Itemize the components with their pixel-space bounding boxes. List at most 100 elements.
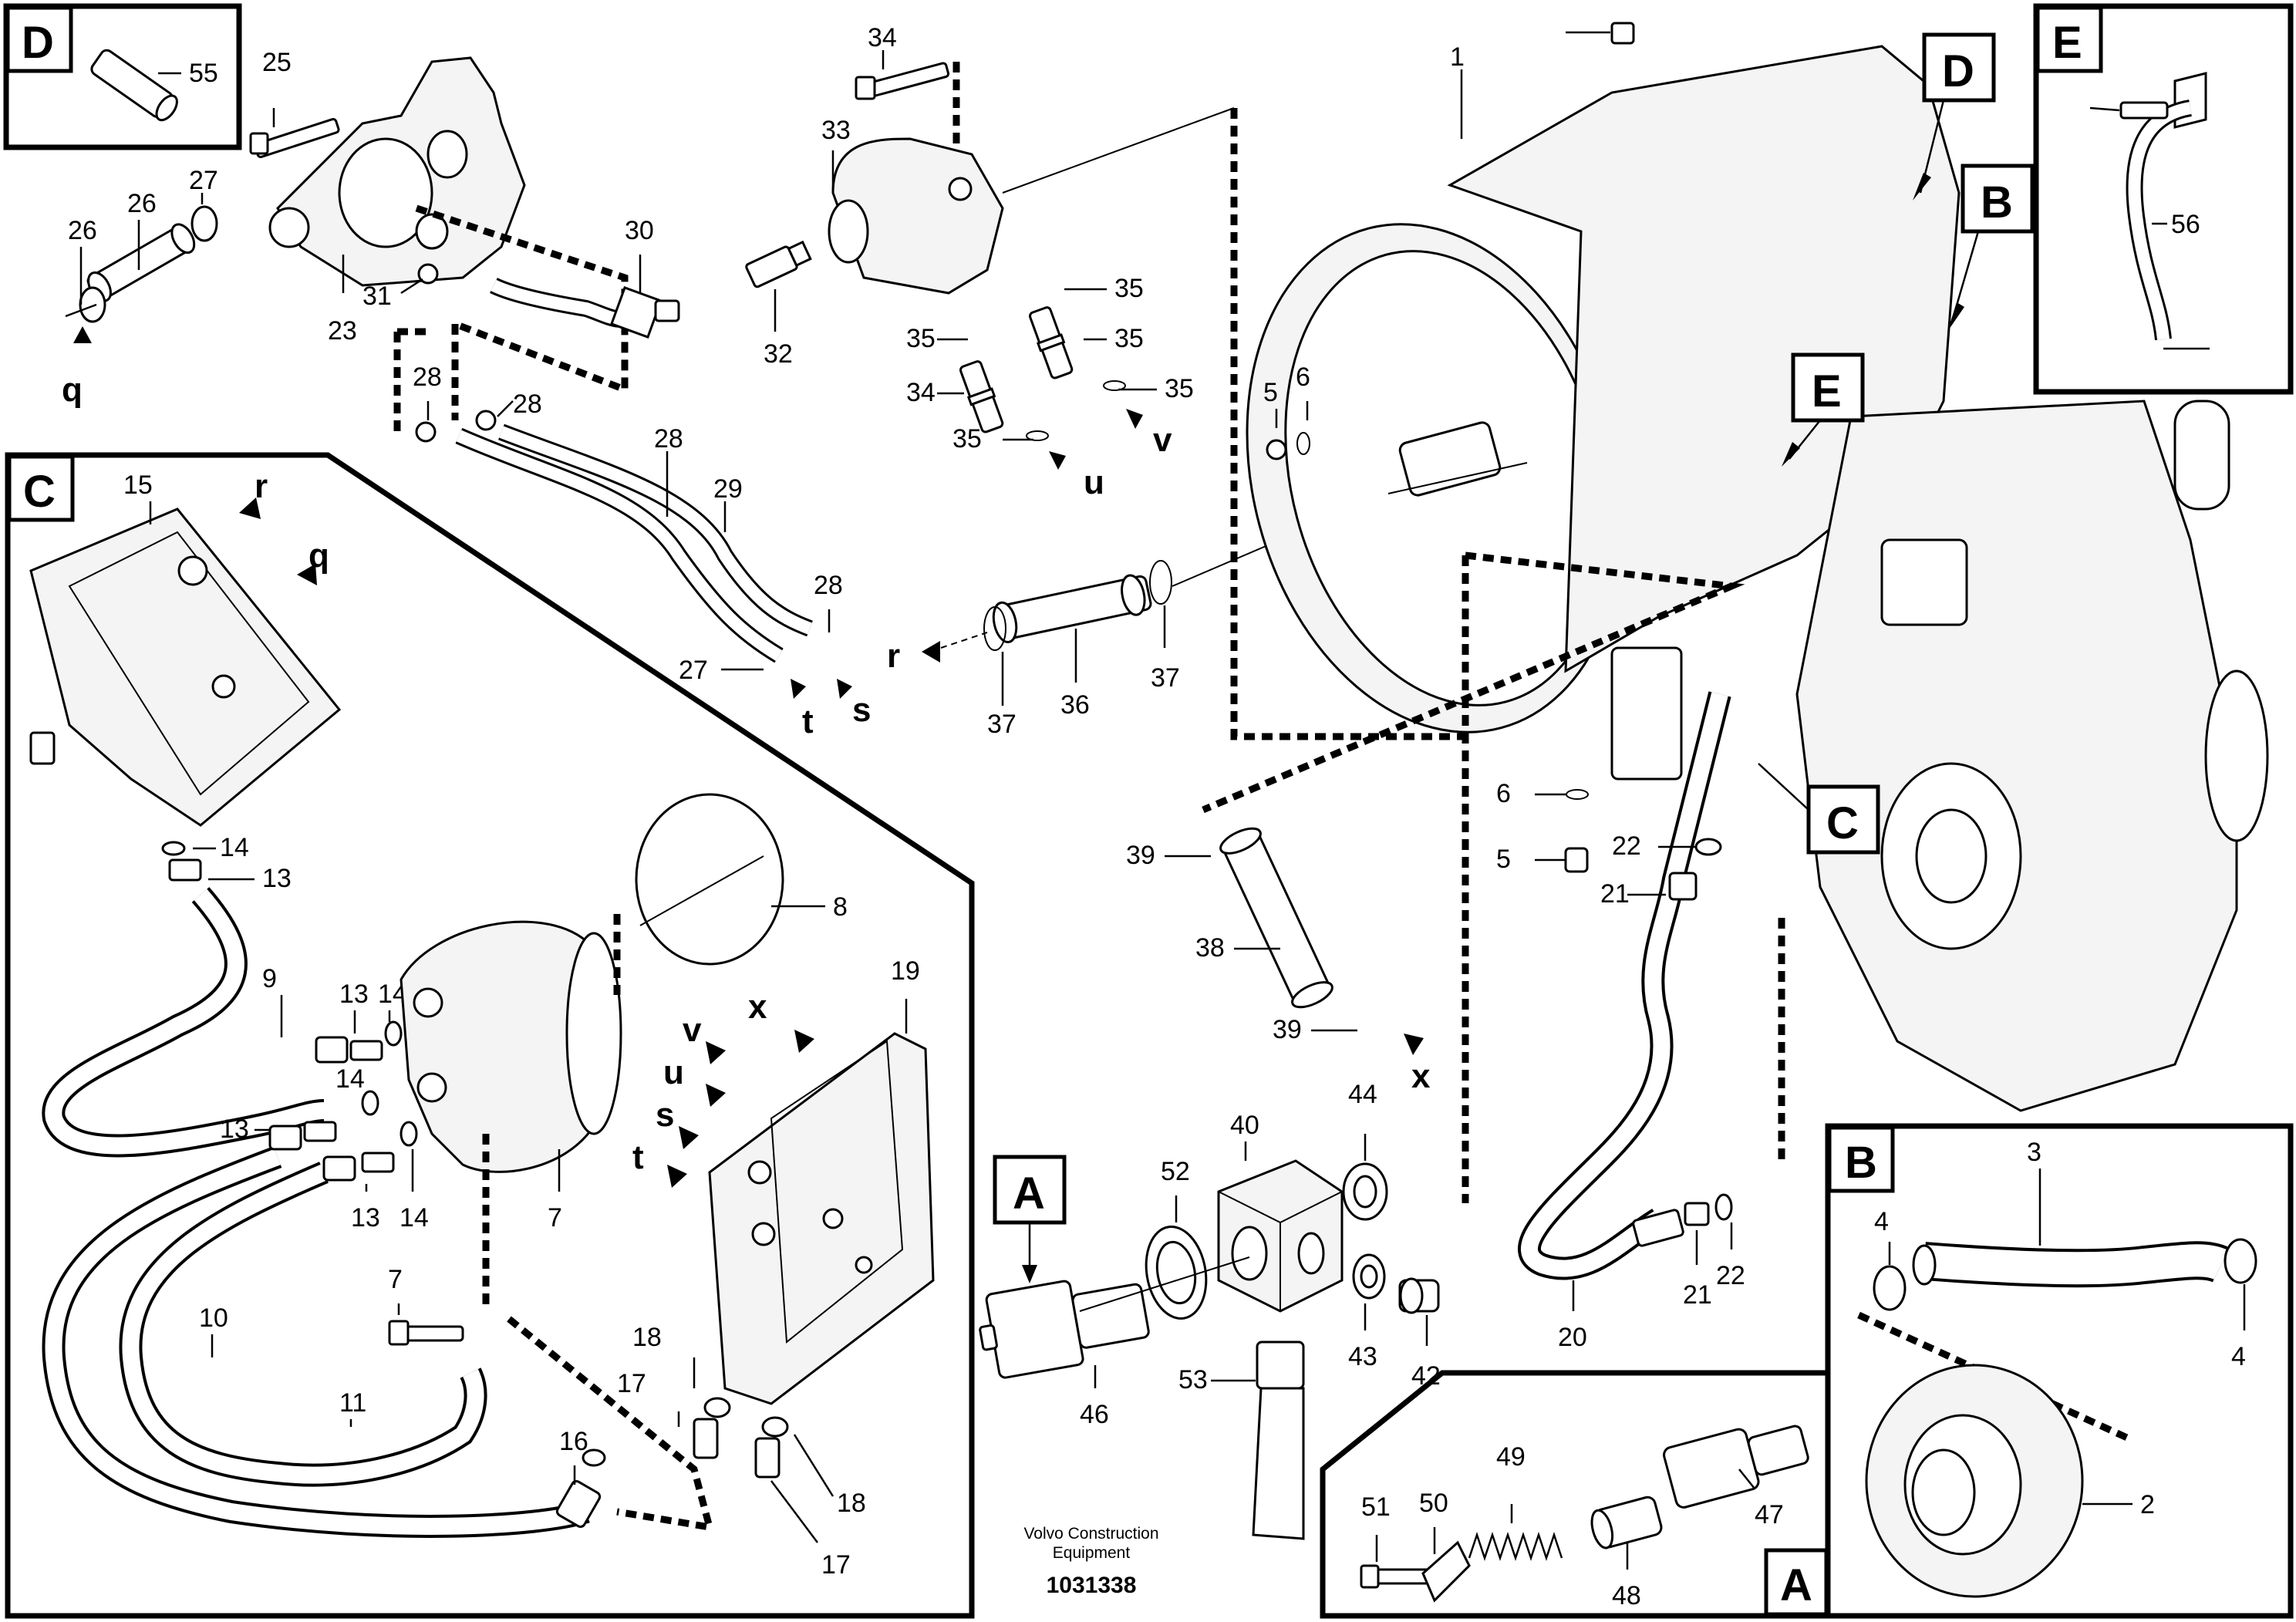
callout-12: 11 (339, 1388, 366, 1418)
connection-letter-x: x (748, 988, 767, 1026)
callout-14: 14 (335, 1064, 365, 1094)
callout-5: 5 (1496, 845, 1511, 874)
callout-36: 36 (1060, 690, 1090, 720)
callout-29: 30 (625, 216, 654, 245)
callout-18: 18 (837, 1489, 866, 1518)
callout-21: 21 (1683, 1280, 1712, 1310)
panel-e-letter: E (2052, 18, 2082, 68)
callout-39: 39 (1273, 1015, 1302, 1044)
view-tag-e-letter: E (1812, 366, 1842, 416)
callout-4: 4 (1874, 1207, 1889, 1236)
view-tag-c (1806, 784, 1880, 855)
panel-c-tag (7, 454, 75, 522)
connection-letter-v: v (1153, 421, 1172, 459)
connection-letter-r: r (255, 467, 268, 505)
callout-50: 52 (1161, 1157, 1190, 1186)
callout-13: 13 (220, 1114, 249, 1144)
pipe-38: 39 38 39 x (1126, 108, 1745, 1203)
callout-16: 16 (559, 1427, 588, 1456)
pump-assembly: 25 23 26 27 26 q 31 (62, 48, 812, 409)
detail-panel-c: C 15 r q 14 13 9 10 11 (5, 452, 975, 1619)
callout-52: 55 (189, 59, 218, 88)
view-tag-d (1922, 32, 1996, 103)
panel-e-frame (2033, 3, 2294, 395)
callout-19: 19 (891, 956, 920, 986)
callout-15: 15 (123, 470, 153, 500)
callout-35: 35 (906, 324, 936, 353)
callout-39: 39 (1126, 841, 1155, 870)
callout-48: 50 (1419, 1489, 1448, 1518)
callout-18: 18 (632, 1323, 662, 1352)
view-tag-b (1961, 164, 2035, 234)
panel-a-letter: A (1780, 1560, 1812, 1610)
callout-28: 28 (814, 571, 843, 600)
callout-44: 46 (1080, 1400, 1109, 1429)
callout-21: 21 (1600, 879, 1630, 909)
connection-letter-q: q (308, 537, 329, 575)
panel-b-letter: B (1845, 1138, 1877, 1188)
callout-11: 10 (199, 1303, 228, 1333)
callout-13: 13 (351, 1203, 380, 1233)
callout-10: 9 (262, 964, 277, 993)
callout-35: 35 (1165, 374, 1194, 403)
connection-letter-t: t (802, 703, 814, 740)
callout-37: 37 (1151, 663, 1180, 693)
callout-22: 22 (1612, 831, 1641, 861)
callout-9: 7 (388, 1265, 403, 1294)
panel-d-letter: D (22, 18, 54, 68)
connection-letter-r: r (887, 637, 900, 675)
callout-17: 17 (617, 1369, 646, 1398)
callout-40: 40 (1230, 1111, 1259, 1140)
callout-28: 27 (679, 656, 708, 685)
view-tag-e (1791, 352, 1865, 423)
callout-4: 4 (2231, 1342, 2246, 1371)
view-tag-a-letter: A (1013, 1168, 1045, 1219)
panel-b-tag (1827, 1125, 1895, 1193)
panel-e-tag (2035, 5, 2103, 73)
callout-24: 25 (262, 48, 292, 77)
fittings-13-14 (268, 1020, 418, 1182)
panel-c-letter: C (23, 467, 56, 517)
detail-panel-d: D 55 (3, 3, 242, 150)
callout-28: 28 (413, 363, 442, 392)
callout-2: 2 (2140, 1490, 2155, 1519)
panel-d-frame (3, 3, 242, 150)
callout-49: 51 (1361, 1492, 1391, 1522)
callout-42: 43 (1348, 1342, 1377, 1371)
panel-d-tag (5, 5, 73, 73)
connection-letter-x: x (1411, 1057, 1431, 1095)
document-number: 1031338 (1047, 1573, 1137, 1598)
callout-23: 23 (328, 316, 357, 346)
view-tag-b-letter: B (1981, 177, 2013, 228)
callout-35: 35 (1114, 274, 1144, 303)
detail-panel-b: B 3 4 4 2 (1825, 1123, 2294, 1619)
callout-45: 47 (1755, 1500, 1784, 1529)
callout-51: 53 (1178, 1365, 1208, 1394)
callout-46: 48 (1612, 1581, 1641, 1610)
callout-26: 27 (189, 166, 218, 195)
callout-37: 37 (987, 710, 1017, 739)
hoses-27: 28 28 28 29 28 27 t s (393, 324, 871, 740)
view-tag-c-letter: C (1826, 798, 1859, 848)
callout-31: 32 (764, 339, 793, 369)
callout-14: 14 (400, 1203, 429, 1233)
callout-7: 7 (548, 1203, 562, 1233)
valve-block-40: A 46 52 40 44 43 (979, 1080, 1441, 1598)
manufacturer-credit-line1: Volvo Construction (1023, 1525, 1158, 1543)
callout-34: 34 (906, 378, 936, 407)
callout-1: 1 (1450, 42, 1465, 72)
callout-25: 26 (127, 189, 157, 218)
callout-3: 3 (2027, 1138, 2041, 1167)
connection-letter-s: s (656, 1096, 674, 1134)
callout-27: 29 (713, 474, 743, 504)
connection-letter-s: s (852, 691, 871, 729)
connection-letter-u: u (1084, 464, 1104, 501)
callout-34: 35 (1114, 324, 1144, 353)
part-52-sleeve (90, 49, 178, 122)
manufacturer-credit-line2: Equipment (1053, 1544, 1131, 1562)
connection-letter-q: q (62, 371, 83, 409)
connection-letter-v: v (683, 1011, 702, 1049)
transmission-housing: 1 5 6 6 5 D B E C (1246, 22, 2269, 1352)
callout-13: 13 (262, 864, 292, 893)
